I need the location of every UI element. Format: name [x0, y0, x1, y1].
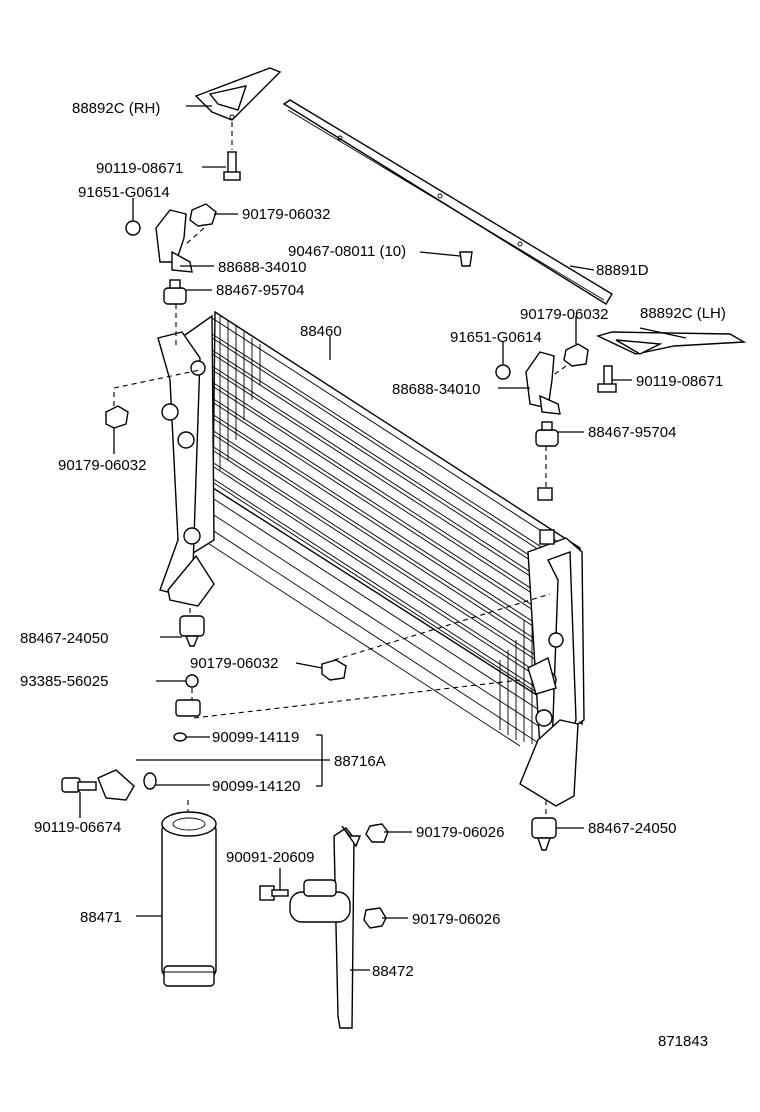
leader-lines: [79, 105, 687, 971]
label-88467-95704-right[interactable]: 88467-95704: [588, 424, 676, 441]
bracket-88892c-rh: [194, 67, 282, 121]
condenser-88460: [157, 310, 585, 807]
label-88467-24050-right[interactable]: 88467-24050: [588, 820, 676, 837]
label-90099-14120[interactable]: 90099-14120: [212, 778, 300, 795]
label-90119-08671-left[interactable]: 90119-08671: [96, 160, 183, 177]
bracket-88472: [259, 823, 389, 1029]
label-88472[interactable]: 88472: [372, 963, 414, 980]
label-88892c-rh[interactable]: 88892C (RH): [72, 100, 160, 117]
label-88467-95704-left[interactable]: 88467-95704: [216, 282, 304, 299]
label-93385-56025[interactable]: 93385-56025: [20, 673, 108, 690]
label-88467-24050-left[interactable]: 88467-24050: [20, 630, 108, 647]
label-91651-g0614-left[interactable]: 91651-G0614: [78, 184, 170, 201]
pipe-88716a: [97, 699, 201, 801]
label-90179-06032-left[interactable]: 90179-06032: [58, 457, 146, 474]
label-90119-08671-right[interactable]: 90119-08671: [636, 373, 723, 390]
label-88716a[interactable]: 88716A: [334, 753, 386, 770]
receiver-88471: [161, 811, 217, 987]
assembly-lines: [113, 122, 567, 816]
label-88891d[interactable]: 88891D: [596, 262, 649, 279]
diagram-number: 871843: [658, 1033, 708, 1050]
label-90179-06032-top[interactable]: 90179-06032: [242, 206, 330, 223]
label-90091-20609[interactable]: 90091-20609: [226, 849, 314, 866]
label-88688-34010-left[interactable]: 88688-34010: [218, 259, 306, 276]
label-90119-06674[interactable]: 90119-06674: [34, 819, 121, 836]
label-90179-06026-bottom[interactable]: 90179-06026: [412, 911, 500, 928]
part-labels: 88892C (RH) 90119-08671 91651-G0614 9017…: [20, 100, 726, 1050]
label-90099-14119[interactable]: 90099-14119: [212, 729, 299, 746]
label-90179-06026-top[interactable]: 90179-06026: [416, 824, 504, 841]
label-90179-06032-right[interactable]: 90179-06032: [520, 306, 608, 323]
fasteners: [61, 151, 617, 851]
label-90467-08011[interactable]: 90467-08011 (10): [288, 243, 406, 260]
label-90179-06032-lower[interactable]: 90179-06032: [190, 655, 278, 672]
bracket-88892c-lh: [596, 331, 747, 355]
label-88460[interactable]: 88460: [300, 323, 342, 340]
label-88471[interactable]: 88471: [80, 909, 122, 926]
label-88892c-lh[interactable]: 88892C (LH): [640, 305, 726, 322]
label-88688-34010-right[interactable]: 88688-34010: [392, 381, 480, 398]
label-91651-g0614-right[interactable]: 91651-G0614: [450, 329, 542, 346]
support-88891d: [282, 99, 613, 305]
